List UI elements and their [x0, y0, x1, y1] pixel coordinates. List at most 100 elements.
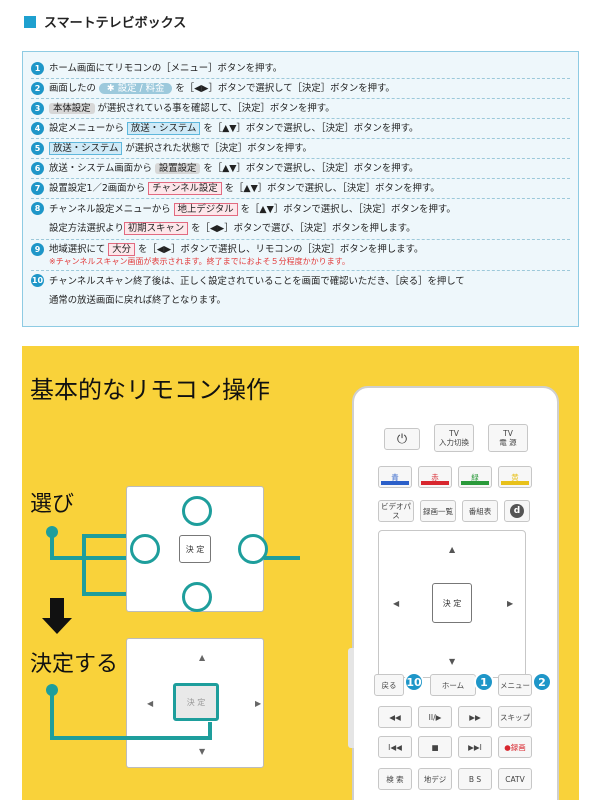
- panel-title: 基本的なリモコン操作: [30, 376, 270, 404]
- step-number-badge: 2: [31, 82, 44, 95]
- step-number-badge: 3: [31, 102, 44, 115]
- color-bar: [381, 481, 409, 485]
- step-text: 画面したの ✱ 設定 / 料金 を［◀▶］ボタンで選択して［決定］ボタンを押す。: [49, 82, 570, 95]
- step-text: チャンネル設定メニューから 地上デジタル を［▲▼］ボタンで選択し、［決定］ボタ…: [49, 202, 570, 236]
- tv-power-button[interactable]: TV 電 源: [488, 424, 528, 452]
- left-arrow-icon[interactable]: ◀: [393, 599, 400, 608]
- recording-list-button[interactable]: 録画一覧: [420, 500, 456, 522]
- step-text-part: を［▲▼］ボタンで選択し、［決定］ボタンを押す。: [203, 163, 419, 174]
- left-arrow-icon[interactable]: ◀: [147, 699, 154, 708]
- step-text-part: ホーム画面にてリモコンの［メニュー］ボタンを押す。: [49, 63, 283, 74]
- step-text-part: が選択されている事を確認して、［決定］ボタンを押す。: [97, 103, 335, 114]
- remote-dpad: ▲ ▼ ◀ ▶ 決 定: [378, 530, 526, 678]
- up-arrow-icon[interactable]: ▲: [449, 545, 456, 554]
- transport2-button-3[interactable]: ●録画: [498, 736, 532, 758]
- step-text-part: 設定方法選択より: [49, 223, 124, 234]
- step-highlight-tag: 放送・システム: [49, 142, 123, 155]
- step-row-6: 6 放送・システム画面から 設置設定 を［▲▼］ボタンで選択し、［決定］ボタンを押…: [31, 162, 570, 179]
- confirm-guide-line: [50, 736, 212, 740]
- menu-button[interactable]: メニュー: [498, 674, 532, 696]
- step-highlight-tag: 設置設定: [154, 163, 201, 174]
- step-text: 放送・システム が選択された状態で［決定］ボタンを押す。: [49, 142, 570, 155]
- section-title: スマートテレビボックス: [44, 16, 187, 31]
- right-arrow-icon[interactable]: ▶: [255, 699, 262, 708]
- step-text-part: を［◀▶］ボタンで選択して［決定］ボタンを押す。: [175, 83, 395, 94]
- color-button-0[interactable]: 青: [378, 466, 412, 488]
- source-button-1[interactable]: 地デジ: [418, 768, 452, 790]
- step-row-3: 3 本体設定 が選択されている事を確認して、［決定］ボタンを押す。: [31, 102, 570, 119]
- select-label: 選び: [30, 492, 75, 517]
- step-row-5: 5 放送・システム が選択された状態で［決定］ボタンを押す。: [31, 142, 570, 159]
- home-button[interactable]: ホーム: [430, 674, 476, 696]
- step-text: 設定メニューから 放送・システム を［▲▼］ボタンで選択し、［決定］ボタンを押す…: [49, 122, 570, 135]
- step-number-badge: 10: [31, 274, 44, 287]
- step-text-part: 画面したの: [49, 83, 96, 94]
- section-header: スマートテレビボックス: [24, 12, 186, 31]
- step-text-part: チャンネルスキャン終了後は、正しく設定されていることを画面で確認いただき、［戻る…: [49, 276, 465, 287]
- step-text-part: 設定メニューから: [49, 123, 125, 134]
- color-bar: [461, 481, 489, 485]
- down-arrow-head-icon: [42, 618, 72, 634]
- color-button-1[interactable]: 赤: [418, 466, 452, 488]
- color-button-3[interactable]: 黄: [498, 466, 532, 488]
- back-button[interactable]: 戻る: [374, 674, 404, 696]
- step-highlight-tag: 大分: [108, 243, 136, 256]
- down-arrow-icon[interactable]: ▼: [199, 747, 206, 756]
- step-row-1: 1 ホーム画面にてリモコンの［メニュー］ボタンを押す。: [31, 62, 570, 79]
- transport-button-3[interactable]: スキップ: [498, 706, 532, 728]
- step-2-badge: 2: [532, 672, 552, 692]
- step-highlight-tag: 初期スキャン: [123, 222, 189, 235]
- color-button-label: 黄: [511, 472, 519, 482]
- transport-button-0[interactable]: ◀◀: [378, 706, 412, 728]
- confirm-label: 決定する: [30, 652, 119, 677]
- select-center-button[interactable]: 決 定: [179, 535, 211, 563]
- header-square-icon: [24, 15, 36, 28]
- confirm-guide-line: [208, 722, 212, 740]
- step-text-part: チャンネル設定メニューから: [49, 204, 171, 215]
- step-number-badge: 6: [31, 162, 44, 175]
- remote-control: ⏻ TV 入力切換 TV 電 源 青赤 緑 黄 ビデオパス 録画一覧 番組表 d ▲…: [348, 386, 559, 800]
- video-pass-button[interactable]: ビデオパス: [378, 500, 414, 522]
- step-number-badge: 5: [31, 142, 44, 155]
- transport2-button-1[interactable]: ■: [418, 736, 452, 758]
- step-row-2: 2 画面したの ✱ 設定 / 料金 を［◀▶］ボタンで選択して［決定］ボタンを押す…: [31, 82, 570, 99]
- tv-input-button[interactable]: TV 入力切換: [434, 424, 474, 452]
- step-highlight-tag: 放送・システム: [127, 122, 201, 135]
- transport-button-1[interactable]: II/▶: [418, 706, 452, 728]
- down-arrow-icon[interactable]: ▼: [449, 657, 456, 666]
- step-number-badge: 1: [31, 62, 44, 75]
- source-button-3[interactable]: CATV: [498, 768, 532, 790]
- right-arrow-icon[interactable]: ▶: [507, 599, 514, 608]
- source-button-0[interactable]: 検 索: [378, 768, 412, 790]
- d-button[interactable]: d: [504, 500, 530, 522]
- up-arrow-icon[interactable]: ▲: [199, 653, 206, 662]
- power-button[interactable]: ⏻: [384, 428, 420, 450]
- step-text-part: 放送・システム画面から: [49, 163, 152, 174]
- step-second-line: 設定方法選択より初期スキャン を［◀▶］ボタンで選び、［決定］ボタンを押します。: [49, 221, 570, 236]
- step-text: ホーム画面にてリモコンの［メニュー］ボタンを押す。: [49, 62, 570, 75]
- step-1-badge: 1: [474, 672, 494, 692]
- step-number-badge: 7: [31, 182, 44, 195]
- confirm-center-button[interactable]: 決 定: [173, 683, 219, 721]
- step-text-part: が選択された状態で［決定］ボタンを押す。: [125, 143, 312, 154]
- instruction-steps: 1 ホーム画面にてリモコンの［メニュー］ボタンを押す。 2 画面したの ✱ 設定 / …: [22, 51, 579, 327]
- source-button-2[interactable]: B S: [458, 768, 492, 790]
- color-button-label: 緑: [471, 472, 479, 482]
- transport2-button-2[interactable]: ▶▶I: [458, 736, 492, 758]
- step-highlight-tag: 地上デジタル: [173, 203, 238, 216]
- step-10-badge: 10: [404, 672, 424, 692]
- up-highlight-ring: [182, 496, 212, 526]
- remote-ok-button[interactable]: 決 定: [432, 583, 472, 623]
- transport-button-2[interactable]: ▶▶: [458, 706, 492, 728]
- select-guide-line: [82, 534, 86, 594]
- program-guide-button[interactable]: 番組表: [462, 500, 498, 522]
- confirm-dpad: ▲ ▼ ◀ ▶ 決 定: [126, 638, 264, 768]
- step-text-part: を［▲▼］ボタンで選択し、［決定］ボタンを押す。: [224, 183, 440, 194]
- transport2-button-0[interactable]: I◀◀: [378, 736, 412, 758]
- step-highlight-tag: ✱ 設定 / 料金: [98, 83, 173, 94]
- step-row-10: 10 チャンネルスキャン終了後は、正しく設定されていることを画面で確認いただき、［…: [31, 274, 570, 308]
- color-button-2[interactable]: 緑: [458, 466, 492, 488]
- select-guide-line: [50, 532, 54, 558]
